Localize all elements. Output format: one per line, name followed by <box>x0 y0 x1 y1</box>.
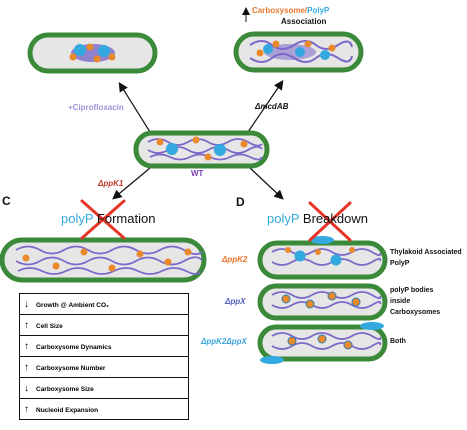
cross-formation <box>80 199 126 240</box>
phenotype-label: Nucleoid Expansion <box>36 406 99 414</box>
phenotype-arrow: ↑ <box>24 403 29 415</box>
label-ppx: ΔppX <box>225 297 246 306</box>
cell-ppk1 <box>0 237 207 283</box>
breakdown-polyp-word: polyP <box>267 211 300 226</box>
table-row: ↑ Carboxysome Dynamics <box>19 335 189 357</box>
cell-wt <box>133 130 270 169</box>
arrow-to-cipro-cell <box>118 81 151 133</box>
label-mcdab: ΔmcdAB <box>255 102 289 111</box>
desc-both: Both <box>390 338 406 345</box>
desc-thylakoid-line1: Thylakoid Associated <box>390 249 462 256</box>
cell-mcdab <box>233 31 364 73</box>
phenotype-label: Carboxysome Number <box>36 364 106 372</box>
formation-title: polyP Formation <box>61 212 155 225</box>
table-cell: ↓ Carboxysome Size <box>19 377 189 399</box>
phenotype-arrow: ↑ <box>24 340 29 352</box>
label-ppk1: ΔppK1 <box>98 179 124 188</box>
phenotype-arrow: ↑ <box>24 361 29 373</box>
label-wt: WT <box>191 169 204 178</box>
table-row: ↑ Cell Size <box>19 314 189 336</box>
cell-ppx <box>257 283 388 321</box>
desc-thylakoid-line2: PolyP <box>390 260 410 267</box>
table-cell: ↑ Carboxysome Dynamics <box>19 335 189 357</box>
cell-ciprofloxacin <box>27 32 158 74</box>
arrow-to-mcdab-cell <box>247 80 284 133</box>
cell-ppk2 <box>257 236 388 280</box>
cross-breakdown <box>308 201 352 242</box>
panel-letter-c: C <box>2 194 11 208</box>
arrow-to-breakdown <box>249 167 284 200</box>
phenotype-label: Carboxysome Size <box>36 385 94 393</box>
table-cell: ↑ Carboxysome Number <box>19 356 189 378</box>
table-row: ↓ Carboxysome Size <box>19 377 189 399</box>
table-cell: ↓ Growth @ Ambient CO₂ <box>19 293 189 315</box>
formation-word: Formation <box>96 211 156 226</box>
desc-bodies-line1: polyP bodies <box>390 287 434 294</box>
polyp-word: PolyP <box>307 6 330 15</box>
cell-ppk2ppx <box>257 322 388 364</box>
label-ciprofloxacin: +Ciprofloxacin <box>68 103 124 112</box>
table-row: ↓ Growth @ Ambient CO₂ <box>19 293 189 315</box>
desc-bodies-line2: inside <box>390 298 411 305</box>
phenotype-label: Carboxysome Dynamics <box>36 343 112 351</box>
phenotype-arrow: ↓ <box>24 298 29 310</box>
table-cell: ↑ Cell Size <box>19 314 189 336</box>
label-ppk2ppx: ΔppK2ΔppX <box>201 337 247 346</box>
desc-bodies-line3: Carboxysomes <box>390 309 441 316</box>
association-title-line2: Association <box>281 17 327 26</box>
label-ppk2: ΔppK2 <box>222 255 248 264</box>
association-title-line1: Carboxysome/PolyP <box>252 7 329 15</box>
formation-polyp-word: polyP <box>61 211 94 226</box>
phenotype-label: Growth @ Ambient CO₂ <box>36 301 109 309</box>
arrow-to-ppk1 <box>112 167 151 200</box>
table-row: ↑ Nucleoid Expansion <box>19 398 189 420</box>
breakdown-title: polyP Breakdown <box>267 212 368 225</box>
breakdown-word: Breakdown <box>302 211 368 226</box>
panel-letter-d: D <box>236 195 245 209</box>
table-row: ↑ Carboxysome Number <box>19 356 189 378</box>
phenotype-arrow: ↑ <box>24 319 29 331</box>
phenotype-table: ↓ Growth @ Ambient CO₂ ↑ Cell Size ↑ Carbox… <box>19 293 189 420</box>
table-cell: ↑ Nucleoid Expansion <box>19 398 189 420</box>
carboxysome-word: Carboxysome/ <box>252 6 308 15</box>
phenotype-label: Cell Size <box>36 322 63 330</box>
phenotype-arrow: ↓ <box>24 382 29 394</box>
